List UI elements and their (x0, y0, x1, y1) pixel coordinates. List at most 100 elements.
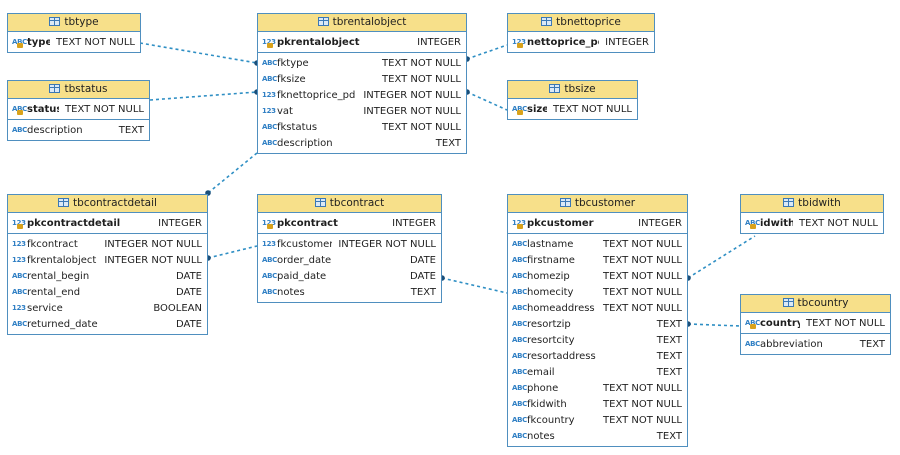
relation-line-country (687, 323, 741, 327)
table-icon (541, 17, 553, 26)
table-header[interactable]: tbnettoprice (508, 14, 654, 32)
relation-line-customer (441, 277, 508, 294)
text-type-icon: ABC (512, 288, 527, 296)
table-header[interactable]: tbcontractdetail (8, 195, 207, 213)
column-name: phone (527, 382, 559, 394)
table-title: tbrentalobject (332, 16, 407, 28)
relation-line-type (139, 42, 258, 64)
column-name: description (277, 137, 333, 149)
numeric-type-icon: 123 (262, 240, 276, 248)
column-type: TEXT NOT NULL (56, 36, 135, 48)
table-title: tbcustomer (574, 197, 636, 209)
table-icon (783, 198, 795, 207)
column-name: idwith (760, 217, 794, 229)
table-header[interactable]: tbsize (508, 81, 637, 99)
key-icon (267, 224, 273, 229)
key-icon (750, 224, 756, 229)
numeric-type-icon: 123 (12, 219, 26, 229)
text-type-icon: ABC (512, 368, 527, 376)
table-title: tbtype (64, 16, 99, 28)
column-name: notes (527, 430, 555, 442)
column-name: resortzip (527, 318, 571, 330)
text-type-icon: ABC (512, 240, 527, 248)
table-header[interactable]: tbtype (8, 14, 140, 32)
numeric-type-icon: 123 (512, 38, 526, 48)
numeric-type-icon: 123 (512, 219, 526, 229)
table-icon (559, 198, 571, 207)
table-title: tbsize (564, 83, 596, 95)
relation-line-rentalobject (207, 152, 258, 194)
table-icon (58, 198, 70, 207)
table-icon (49, 17, 61, 26)
text-type-icon: ABC (262, 288, 277, 296)
column-type: TEXT (410, 286, 436, 298)
column-type: DATE (175, 270, 202, 282)
table-header[interactable]: tbcustomer (508, 195, 687, 213)
column-type: INTEGER NOT NULL (104, 254, 202, 266)
column-type: INTEGER NOT NULL (363, 105, 461, 117)
table-header[interactable]: tbcontract (258, 195, 441, 213)
column-name: fktype (277, 57, 309, 69)
table-header[interactable]: tbcountry (741, 295, 890, 313)
table-header[interactable]: tbstatus (8, 81, 149, 99)
table-header[interactable]: tbrentalobject (258, 14, 466, 32)
text-type-icon: ABC (745, 340, 760, 348)
column-type: TEXT (656, 334, 682, 346)
column-type: TEXT NOT NULL (603, 398, 682, 410)
column-type: TEXT (118, 124, 144, 136)
table-header[interactable]: tbidwith (741, 195, 883, 213)
column-type: TEXT NOT NULL (603, 414, 682, 426)
